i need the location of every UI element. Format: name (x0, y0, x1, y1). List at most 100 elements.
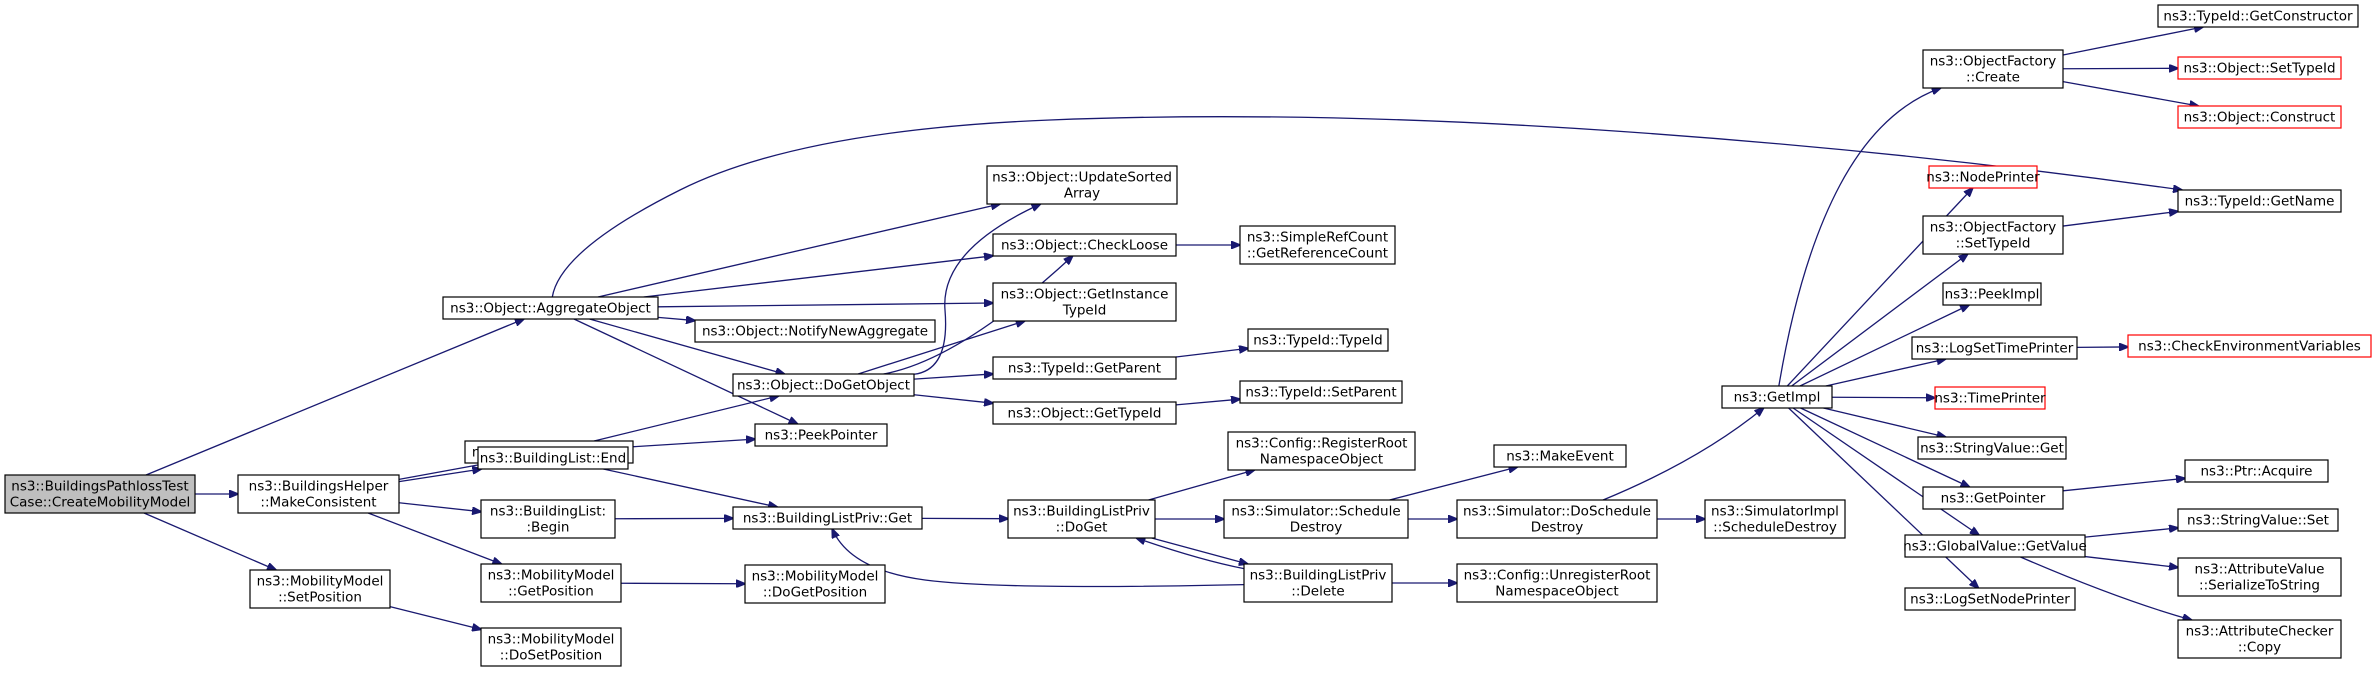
node-nodeprinter[interactable]: ns3::NodePrinter (1926, 165, 2040, 189)
node-box (480, 627, 622, 667)
node-box (1721, 385, 1833, 409)
node-getimpl[interactable]: ns3::GetImpl (1721, 385, 1833, 409)
edge-getimpl-to-of_create (1778, 88, 1941, 387)
node-box (2177, 56, 2342, 80)
node-label: ns3::Config::UnregisterRoot (1464, 568, 1651, 584)
edge-getpointer-to-ptr_acquire (2062, 478, 2185, 492)
node-box (1223, 499, 1409, 539)
node-box (754, 423, 888, 447)
node-label: ns3::Object::Construct (2184, 110, 2336, 126)
node-getpointer[interactable]: ns3::GetPointer (1922, 486, 2064, 510)
node-sv-set[interactable]: ns3::StringValue::Set (2177, 508, 2339, 532)
node-box (2157, 4, 2359, 28)
node-ptr-acquire[interactable]: ns3::Ptr::Acquire (2184, 459, 2329, 483)
edge-arrow (1788, 407, 1979, 588)
edge-arrow (857, 321, 1025, 375)
node-sim-schedule[interactable]: ns3::Simulator::ScheduleDestroy (1223, 499, 1409, 539)
node-av-serialize[interactable]: ns3::AttributeValue::SerializeToString (2177, 557, 2342, 597)
edge-aggregate-to-getname (551, 116, 2182, 298)
node-box (986, 165, 1178, 205)
node-box (1922, 215, 2064, 255)
node-label: ns3::NodePrinter (1926, 170, 2040, 186)
edge-getimpl-to-sv_get (1823, 407, 1945, 437)
node-mm-dosetpos[interactable]: ns3::MobilityModel::DoSetPosition (480, 627, 622, 667)
node-logsettime[interactable]: ns3::LogSetTimePrinter (1911, 336, 2078, 360)
node-cfg-unregister[interactable]: ns3::Config::UnregisterRootNamespaceObje… (1456, 563, 1658, 603)
edge-arrow (573, 318, 798, 424)
node-obj-construct[interactable]: ns3::Object::Construct (2177, 105, 2342, 129)
node-bl-begin[interactable]: ns3::BuildingList::Begin (480, 499, 616, 539)
edge-dogetobject-to-getparent (913, 374, 993, 380)
node-mm-setpos[interactable]: ns3::MobilityModel::SetPosition (249, 569, 391, 609)
edge-bh_make-to-bl_end (398, 469, 481, 483)
node-getname[interactable]: ns3::TypeId::GetName (2177, 189, 2342, 213)
edge-arrow (2062, 80, 2198, 106)
node-logsetnode[interactable]: ns3::LogSetNodePrinter (1904, 587, 2076, 611)
node-label: ::Create (1966, 70, 2020, 86)
node-ac-copy[interactable]: ns3::AttributeChecker::Copy (2177, 619, 2342, 659)
node-obj-settypeid[interactable]: ns3::Object::SetTypeId (2177, 56, 2342, 80)
node-sv-get[interactable]: ns3::StringValue::Get (1917, 436, 2067, 460)
edge-of_create-to-getconstructor (2062, 27, 2203, 56)
edge-arrow (1136, 538, 1245, 570)
node-typeid-typeid[interactable]: ns3::TypeId::TypeId (1247, 328, 1389, 352)
node-box (2177, 189, 2342, 213)
node-box (1456, 563, 1658, 603)
edge-bl_end-to-blp_get (603, 468, 777, 507)
node-label: ns3::BuildingListPriv (1013, 504, 1150, 520)
node-bh-make[interactable]: ns3::BuildingsHelper::MakeConsistent (237, 474, 400, 514)
node-setparent[interactable]: ns3::TypeId::SetParent (1239, 380, 1403, 404)
edge-arrow (398, 502, 481, 512)
node-timeprinter[interactable]: ns3::TimePrinter (1934, 386, 2046, 410)
node-label: ns3::PeekPointer (765, 428, 878, 444)
node-blp-delete[interactable]: ns3::BuildingListPriv::Delete (1243, 563, 1393, 603)
node-mm-dogetpos[interactable]: ns3::MobilityModel::DoGetPosition (744, 564, 886, 604)
edge-aggregate-to-peekpointer (573, 318, 798, 424)
node-dogetobject[interactable]: ns3::Object::DoGetObject (732, 373, 915, 397)
node-label: ::SerializeToString (2199, 578, 2320, 594)
node-blp-doget[interactable]: ns3::BuildingListPriv::DoGet (1007, 499, 1156, 539)
node-label: ns3::StringValue::Set (2187, 513, 2329, 529)
node-box (732, 373, 915, 397)
node-box (2177, 105, 2342, 129)
edge-arrow (1602, 408, 1764, 501)
edge-bh_make-to-mm_getpos (367, 512, 501, 564)
node-of-create[interactable]: ns3::ObjectFactory::Create (1922, 49, 2064, 89)
node-mm-getpos[interactable]: ns3::MobilityModel::GetPosition (480, 563, 622, 603)
edge-of_create-to-obj_construct (2062, 80, 2198, 106)
edge-getimpl-to-logsetnode (1788, 407, 1979, 588)
node-srefcount[interactable]: ns3::SimpleRefCount::GetReferenceCount (1239, 225, 1396, 265)
node-label: ns3::LogSetNodePrinter (1910, 592, 2070, 608)
node-label: ::DoGet (1056, 520, 1108, 536)
node-getparent[interactable]: ns3::TypeId::GetParent (992, 356, 1177, 380)
node-gettypeid[interactable]: ns3::Object::GetTypeId (992, 401, 1177, 425)
node-peekpointer[interactable]: ns3::PeekPointer (754, 423, 888, 447)
node-simimpl[interactable]: ns3::SimulatorImpl::ScheduleDestroy (1704, 499, 1846, 539)
edge-root-to-aggregate (145, 319, 524, 476)
node-checkenv[interactable]: ns3::CheckEnvironmentVariables (2127, 334, 2372, 358)
node-box (2184, 459, 2329, 483)
node-notify[interactable]: ns3::Object::NotifyNewAggregate (694, 319, 936, 343)
node-root[interactable]: ns3::BuildingsPathlossTestCase::CreateMo… (4, 474, 196, 514)
node-blp-get[interactable]: ns3::BuildingListPriv::Get (732, 506, 923, 530)
node-gv-getvalue[interactable]: ns3::GlobalValue::GetValue (1903, 534, 2087, 558)
node-box (477, 446, 629, 470)
node-aggregate[interactable]: ns3::Object::AggregateObject (442, 296, 659, 320)
node-bl-end[interactable]: ns3::BuildingList::End (477, 446, 629, 470)
node-checkloose[interactable]: ns3::Object::CheckLoose (992, 233, 1177, 257)
node-makeevent[interactable]: ns3::MakeEvent (1493, 444, 1627, 468)
edge-getimpl-to-logsettime (1825, 359, 1946, 387)
edge-getobject-to-peekpointer (632, 439, 755, 448)
node-getconstructor[interactable]: ns3::TypeId::GetConstructor (2157, 4, 2359, 28)
node-of-settypeid[interactable]: ns3::ObjectFactory::SetTypeId (1922, 215, 2064, 255)
edge-getimpl-to-gv_getvalue (1792, 407, 1979, 535)
node-peekimpl[interactable]: ns3::PeekImpl (1942, 282, 2042, 306)
edge-of_settypeid-to-getname (2062, 211, 2178, 227)
edge-gv_getvalue-to-ac_copy (2020, 556, 2191, 620)
node-box (1456, 499, 1658, 539)
